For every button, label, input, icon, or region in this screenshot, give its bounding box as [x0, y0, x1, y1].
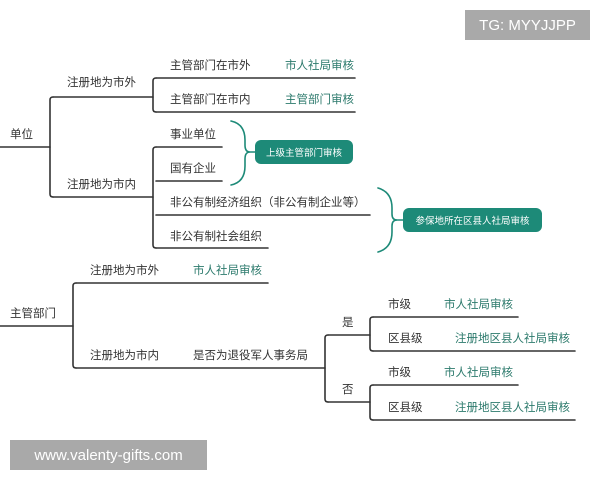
node-public-institution: 事业单位 [170, 127, 216, 141]
node-no: 否 [342, 382, 354, 396]
watermark-top-right: TG: MYYJJPP [465, 10, 590, 40]
root-node-unit: 单位 [10, 127, 33, 141]
result-city-hrss-review: 市人社局审核 [285, 58, 354, 72]
node-veterans-affairs-question: 是否为退役军人事务局 [193, 348, 308, 362]
result-yes-city-level: 市人社局审核 [444, 297, 513, 311]
watermark-bottom-left: www.valenty-gifts.com [10, 440, 207, 470]
node-yes: 是 [342, 315, 354, 329]
brace-group2 [377, 187, 398, 253]
node-registered-inside-city-2: 注册地为市内 [90, 348, 159, 362]
result-no-district-level: 注册地区县人社局审核 [455, 400, 570, 414]
node-yes-city-level: 市级 [388, 297, 411, 311]
node-no-district-level: 区县级 [388, 400, 423, 414]
root-node-competent-dept: 主管部门 [10, 306, 56, 320]
result-dept-review: 主管部门审核 [285, 92, 354, 106]
result-box-district-hrss-review: 参保地所在区县人社局审核 [403, 208, 542, 232]
result-yes-district-level: 注册地区县人社局审核 [455, 331, 570, 345]
node-state-owned-enterprise: 国有企业 [170, 161, 216, 175]
result-city-hrss-review-2: 市人社局审核 [193, 263, 262, 277]
node-non-public-social-org: 非公有制社会组织 [170, 229, 262, 243]
node-yes-district-level: 区县级 [388, 331, 423, 345]
result-no-city-level: 市人社局审核 [444, 365, 513, 379]
node-registered-inside-city: 注册地为市内 [67, 177, 136, 191]
node-registered-outside-city-2: 注册地为市外 [90, 263, 159, 277]
node-dept-outside-city: 主管部门在市外 [170, 58, 251, 72]
brace-group1 [230, 120, 251, 186]
node-no-city-level: 市级 [388, 365, 411, 379]
node-non-public-economic-org: 非公有制经济组织（非公有制企业等） [170, 195, 366, 209]
result-box-superior-dept-review: 上级主管部门审核 [255, 140, 353, 164]
node-registered-outside-city: 注册地为市外 [67, 75, 136, 89]
node-dept-inside-city: 主管部门在市内 [170, 92, 251, 106]
